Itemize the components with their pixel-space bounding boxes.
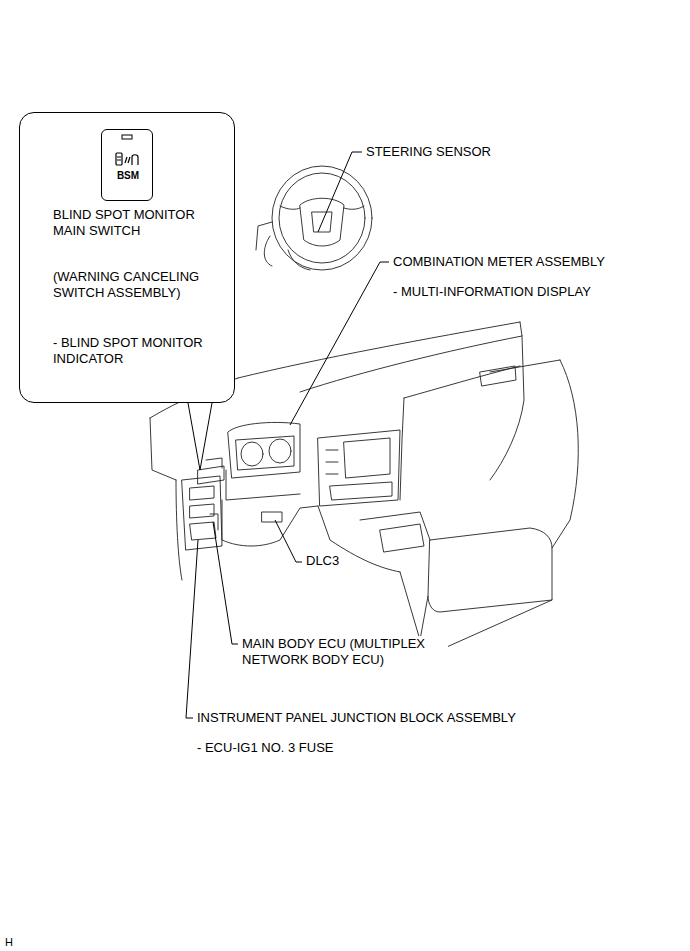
sub-part: - MULTI-INFORMATION DISPLAY [392, 284, 592, 300]
switch-icon: BSM [101, 129, 153, 201]
callout-box: BLIND SPOT MONITOR MAIN SWITCH (WARNING C… [19, 112, 235, 403]
part-name: DLC3 [305, 553, 340, 569]
part-name: MAIN BODY ECU (MULTIPLEX NETWORK BODY EC… [241, 636, 448, 668]
switch-symbol [101, 129, 153, 201]
callout-text: BLIND SPOT MONITOR MAIN SWITCH [53, 207, 223, 239]
callout-text: (WARNING CANCELING SWITCH ASSEMBLY) [53, 269, 223, 301]
callout-text: - BLIND SPOT MONITOR INDICATOR [53, 335, 223, 367]
sub-part: - ECU-IG1 NO. 3 FUSE [196, 740, 335, 756]
switch-label: BSM [102, 170, 154, 182]
figure-code: H [4, 935, 14, 949]
part-name: STEERING SENSOR [365, 144, 492, 160]
part-name: INSTRUMENT PANEL JUNCTION BLOCK ASSEMBLY [196, 710, 517, 726]
part-name: COMBINATION METER ASSEMBLY [392, 254, 606, 270]
